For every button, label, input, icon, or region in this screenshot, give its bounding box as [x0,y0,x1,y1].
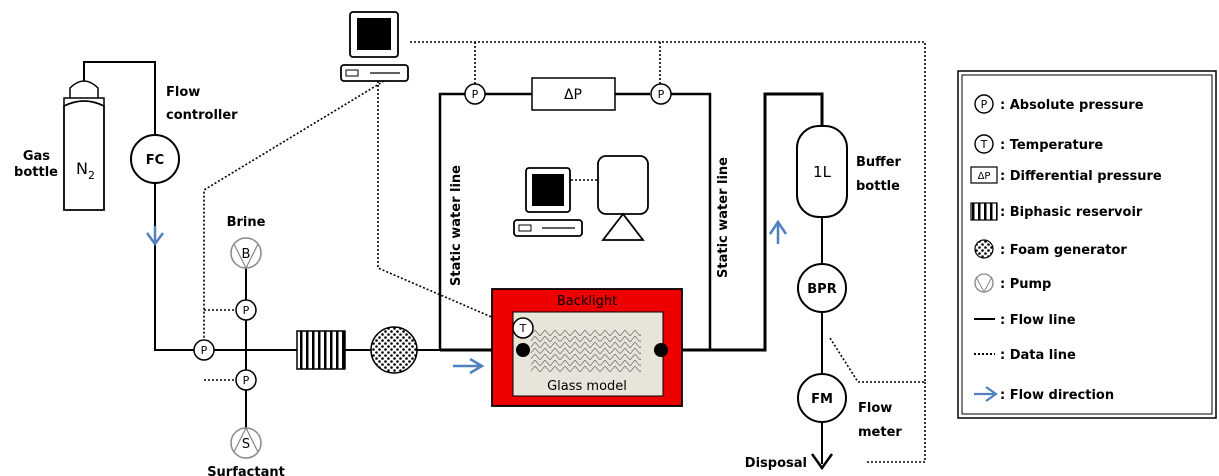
backlight-label: Backlight [557,294,617,309]
legend: P : Absolute pressure T : Temperature ΔP… [957,70,1217,419]
legend-item-flow-line: : Flow line [1000,313,1076,328]
brine-pump: B [230,237,262,270]
svg-text:S: S [242,437,250,452]
legend-item-absolute-pressure: : Absolute pressure [1000,98,1144,113]
differential-pressure-gauge [531,77,616,111]
gas-bottle-label-line2: bottle [14,165,58,180]
legend-pump-icon [974,273,994,293]
svg-text:T: T [980,138,988,151]
svg-text:P: P [472,88,479,101]
legend-temperature-icon [974,134,994,154]
svg-text:P: P [658,88,665,101]
differential-pressure-symbol: ΔP [564,87,582,103]
bpr-symbol: BPR [807,282,836,297]
svg-text:T: T [519,322,527,335]
legend-biphasic-reservoir-icon [970,202,998,221]
n2-label: N [76,159,88,178]
pressure-sensor-brine: P [235,299,257,321]
buffer-bottle-label-line2: bottle [856,179,900,194]
static-water-line-label-left: Static water line [449,165,464,286]
flow-meter-label-line1: Flow [858,401,892,416]
legend-item-data-line: : Data line [1000,348,1076,363]
svg-text:P: P [243,304,250,317]
computer-top [340,11,409,82]
camera [597,155,649,241]
flow-controller-label-line2: controller [166,108,238,123]
flow-direction-arrow-outlet [768,219,788,244]
legend-item-flow-direction: : Flow direction [1000,388,1114,403]
pressure-sensor-left: P [464,83,486,105]
legend-item-differential-pressure: : Differential pressure [1000,169,1162,184]
flow-controller-symbol: FC [146,153,164,168]
data-lines [203,41,926,463]
glass-model-label: Glass model [547,379,627,394]
svg-text:N2: N2 [76,159,95,182]
legend-foam-generator-icon [974,239,994,259]
disposal-label: Disposal [745,456,807,471]
gas-bottle: N2 [63,80,105,211]
flow-controller [130,134,180,184]
legend-item-biphasic-reservoir: : Biphasic reservoir [1000,205,1143,220]
buffer-bottle-volume: 1L [813,163,832,181]
fm-symbol: FM [811,392,833,407]
static-water-line-label-right: Static water line [716,157,731,278]
svg-text:ΔP: ΔP [978,171,991,182]
svg-text:P: P [243,374,250,387]
svg-text:P: P [201,344,208,357]
brine-label: Brine [227,215,266,230]
buffer-bottle [796,125,848,218]
flow-direction-arrow-gas [145,226,165,247]
legend-item-foam-generator: : Foam generator [1000,243,1127,258]
pressure-sensor-right: P [650,83,672,105]
legend-absolute-pressure-icon [974,94,994,114]
svg-text:P: P [981,98,988,111]
gas-bottle-label-line1: Gas [23,149,50,164]
flow-meter [797,373,847,423]
glass-inlet-port [516,343,530,357]
pressure-sensor-gas: P [193,339,215,361]
buffer-bottle-label-line1: Buffer [856,155,902,170]
glass-model-pattern [531,330,641,372]
back-pressure-regulator [797,263,847,313]
surfactant-label: Surfactant [207,465,285,476]
glass-outlet-port [654,343,668,357]
biphasic-reservoir [296,330,346,370]
legend-flow-direction-icon [974,386,998,402]
temperature-sensor: T [512,317,534,339]
computer-middle [513,167,583,237]
n2-subscript: 2 [88,169,95,182]
pressure-sensor-surfactant: P [235,369,257,391]
flow-meter-label-line2: meter [858,425,902,440]
flow-controller-label-line1: Flow [166,85,200,100]
legend-item-temperature: : Temperature [1000,138,1103,153]
surfactant-pump: S [230,426,262,459]
legend-item-pump: : Pump [1000,277,1051,292]
legend-differential-pressure-icon [970,166,998,184]
foam-generator [370,326,418,374]
flow-direction-arrow-inlet [453,357,485,375]
flow-lines [83,61,824,464]
svg-text:B: B [242,247,251,262]
disposal-arrowhead [810,453,834,471]
